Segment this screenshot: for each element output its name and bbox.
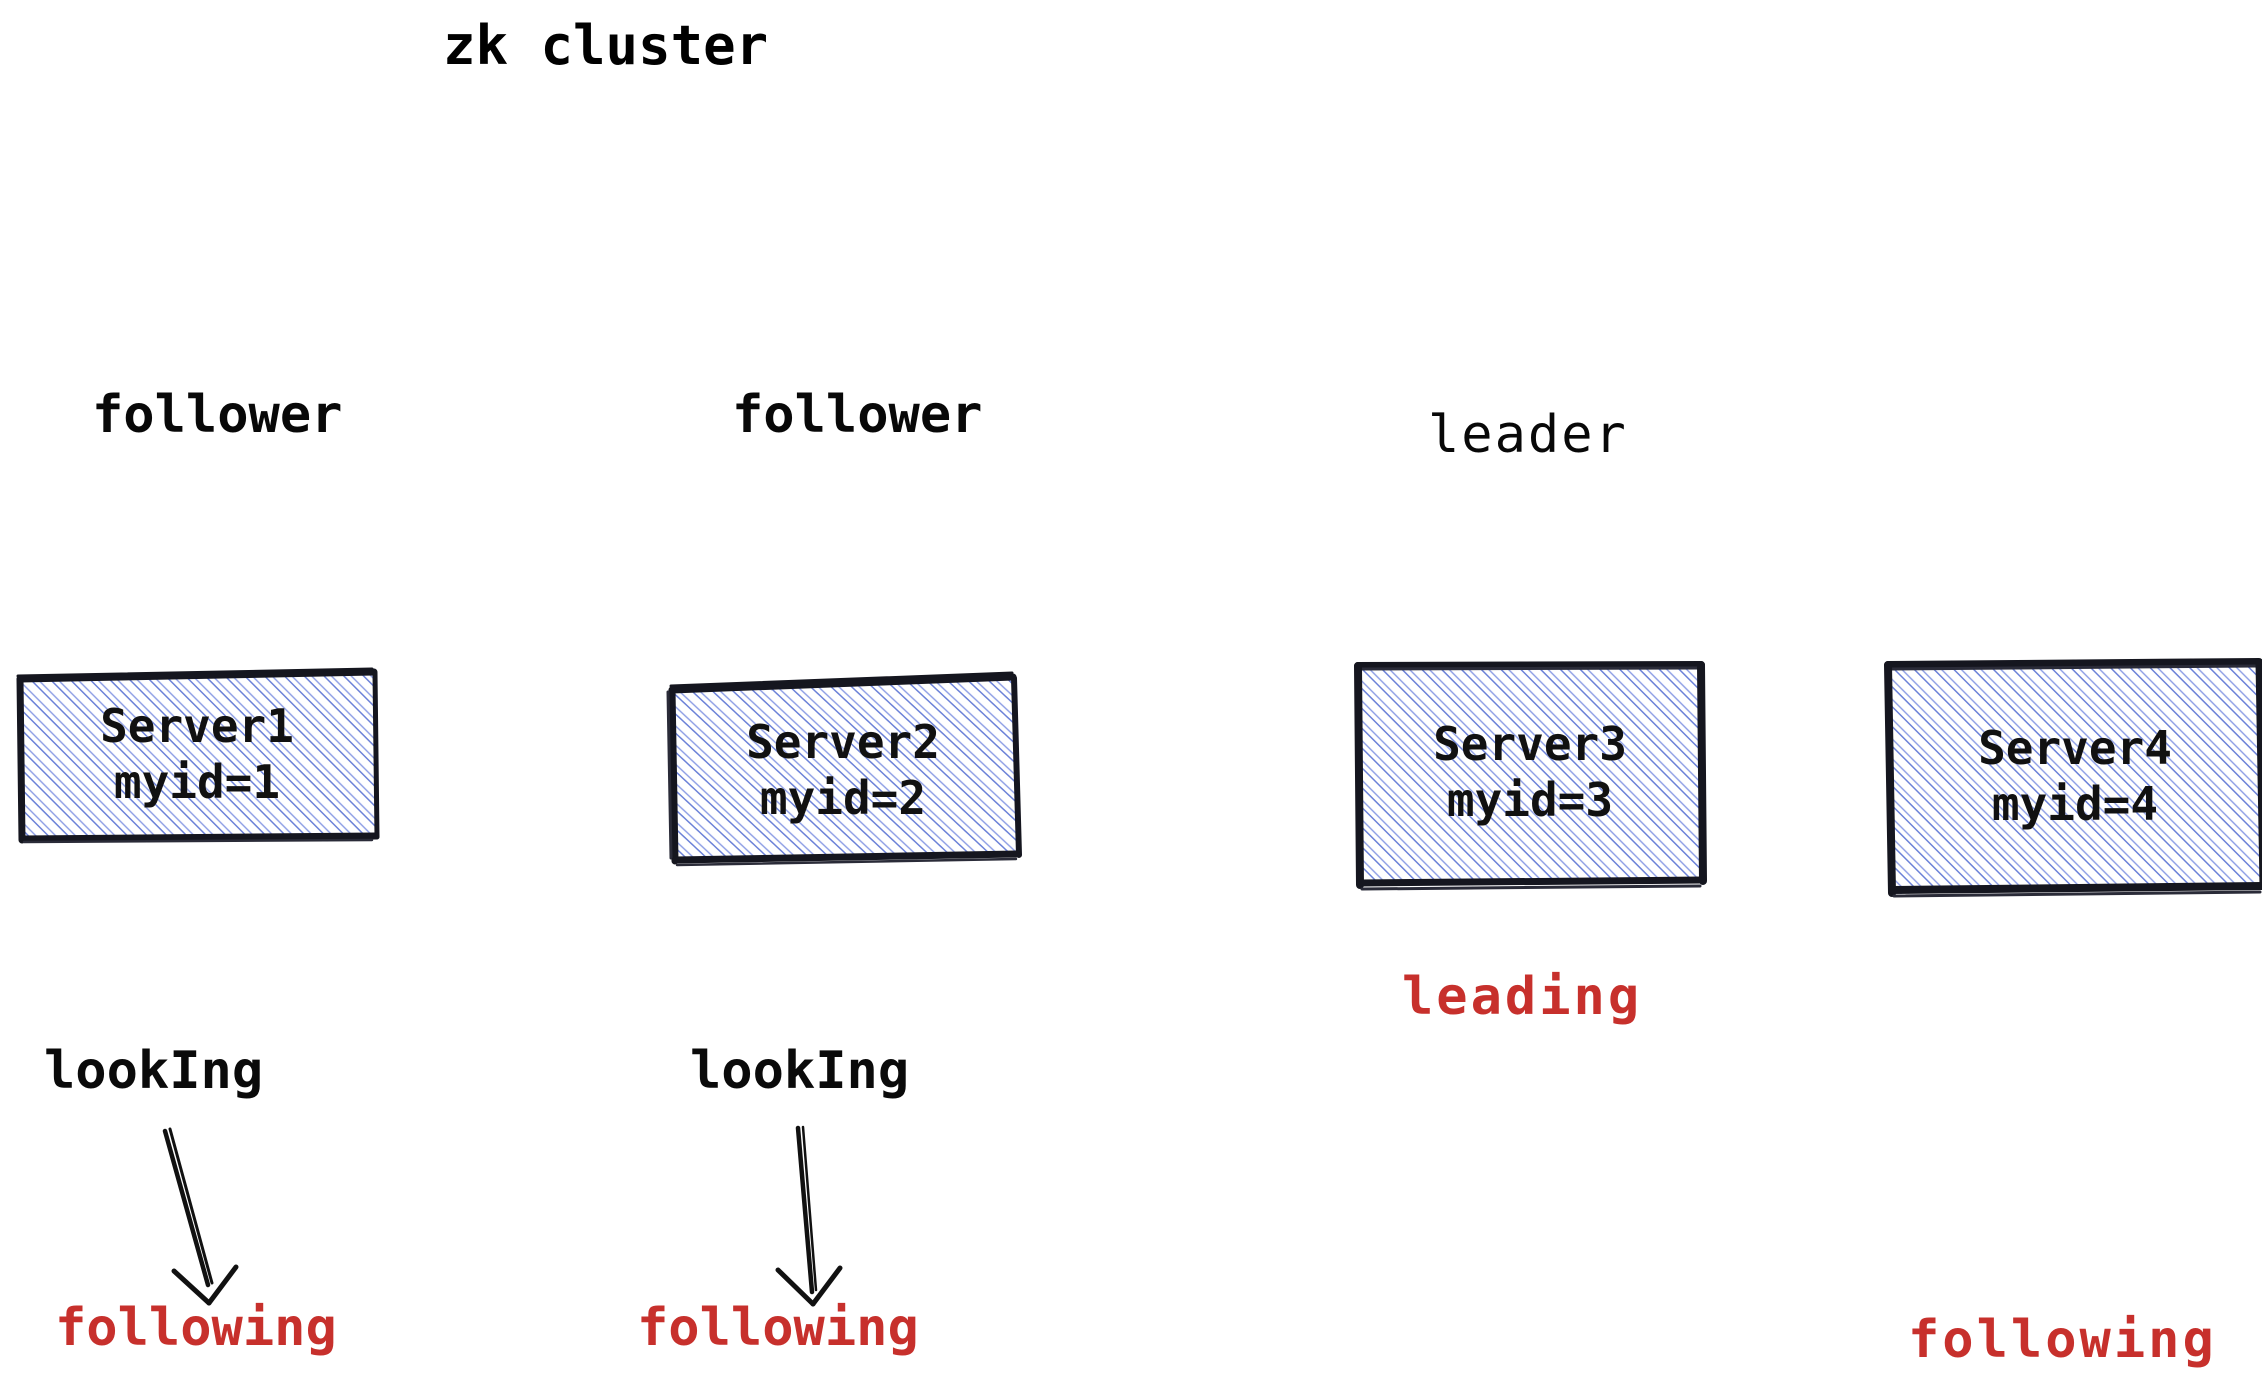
state-following-server4: following bbox=[1908, 1310, 2217, 1370]
state-looking-server2: lookIng bbox=[690, 1041, 910, 1101]
state-following-server1: following bbox=[55, 1298, 337, 1358]
transition-arrow-server2 bbox=[775, 1125, 843, 1307]
transition-arrow-server1 bbox=[162, 1127, 239, 1306]
role-label-server3: leader bbox=[1428, 405, 1628, 465]
role-label-server1: follower bbox=[92, 385, 343, 445]
state-following-server2: following bbox=[637, 1298, 919, 1358]
diagram-title: zk cluster bbox=[443, 14, 769, 77]
state-looking-server1: lookIng bbox=[44, 1041, 264, 1101]
role-label-server2: follower bbox=[732, 385, 983, 445]
state-leading-server3: leading bbox=[1402, 967, 1643, 1027]
